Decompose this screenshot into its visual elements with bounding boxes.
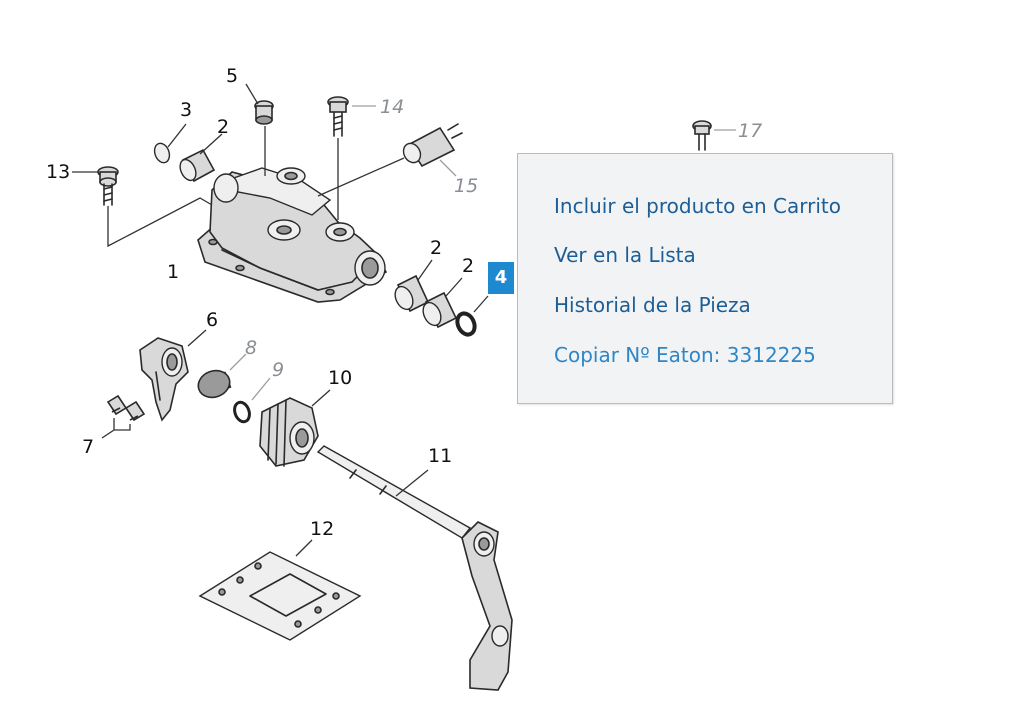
part-8-spring[interactable] (195, 366, 234, 401)
callout-8[interactable]: 8 (245, 337, 258, 359)
leader-4 (473, 295, 489, 313)
leader-11 (395, 469, 429, 497)
leader-12 (295, 539, 313, 557)
callout-3[interactable]: 3 (180, 99, 193, 121)
part-1-housing[interactable] (197, 167, 388, 303)
part-11-shift-rail[interactable] (316, 445, 513, 691)
copy-eaton-number-link[interactable]: Copiar Nº Eaton: 3312225 (554, 343, 816, 367)
callout-5[interactable]: 5 (226, 65, 239, 87)
part-13-bolt[interactable] (97, 166, 119, 206)
part-12-gasket[interactable] (198, 551, 362, 641)
leader-8 (229, 353, 247, 371)
part-15-switch[interactable] (400, 123, 463, 168)
part-15-axis (317, 157, 405, 197)
part-2-bushing-right-a[interactable] (392, 274, 430, 313)
part-10-shift-block[interactable] (259, 397, 319, 467)
callout-10[interactable]: 10 (328, 367, 353, 389)
leader-7 (101, 418, 131, 439)
callout-17[interactable]: 17 (738, 120, 763, 142)
callout-12[interactable]: 12 (310, 518, 335, 540)
callout-13[interactable]: 13 (46, 161, 71, 183)
callout-2-right-a[interactable]: 2 (430, 237, 443, 259)
leader-2-right-a (417, 259, 433, 281)
part-context-menu: Incluir el producto en Carrito Ver en la… (517, 153, 893, 404)
callout-11[interactable]: 11 (428, 445, 453, 467)
leader-2-upper (199, 133, 223, 155)
part-2-bushing-right-b[interactable] (420, 291, 458, 329)
part-7-screws[interactable] (106, 394, 146, 422)
part-5-plug[interactable] (254, 100, 274, 125)
part-9-ring[interactable] (232, 400, 252, 424)
part-14-bolt[interactable] (327, 96, 349, 137)
callout-7[interactable]: 7 (82, 436, 95, 458)
callout-2-upper[interactable]: 2 (217, 116, 230, 138)
callout-1[interactable]: 1 (167, 261, 180, 283)
leader-5 (245, 83, 259, 105)
callout-14[interactable]: 14 (380, 96, 405, 118)
part-2-bushing-upper[interactable] (177, 148, 216, 183)
callout-15[interactable]: 15 (454, 175, 479, 197)
leader-10 (311, 389, 331, 407)
view-in-list-link[interactable]: Ver en la Lista (554, 243, 696, 267)
leader-2-right-b (445, 277, 463, 297)
part-17-bolt[interactable] (692, 120, 712, 151)
add-to-cart-link[interactable]: Incluir el producto en Carrito (554, 194, 841, 218)
part-6-shift-finger[interactable] (139, 337, 189, 422)
callout-9[interactable]: 9 (272, 359, 285, 381)
callout-6[interactable]: 6 (206, 309, 219, 331)
part-4-oring[interactable] (454, 311, 478, 338)
leader-15 (439, 159, 457, 177)
callout-4-selected[interactable]: 4 (488, 262, 514, 294)
part-3-ring[interactable] (152, 141, 172, 165)
part-13-bracket-line (107, 197, 213, 248)
part-history-link[interactable]: Historial de la Pieza (554, 293, 751, 317)
leader-9 (251, 377, 271, 401)
leader-3 (167, 123, 187, 148)
callout-2-right-b[interactable]: 2 (462, 255, 475, 277)
leader-6 (187, 329, 207, 347)
